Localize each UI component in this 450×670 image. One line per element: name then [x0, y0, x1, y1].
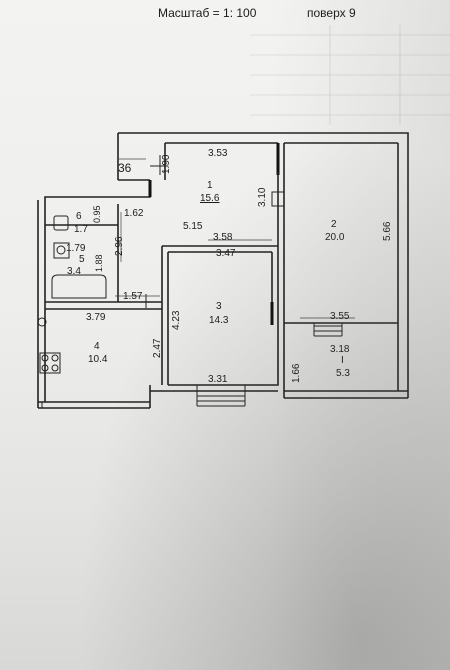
dim-3-55: 3.55 [330, 311, 350, 322]
room-2-area: 20.0 [325, 232, 345, 243]
dim-4-23: 4.23 [171, 310, 182, 330]
document-header: Масштаб = 1: 100 поверх 9 [0, 4, 450, 24]
room-5-number: 5 [79, 254, 85, 265]
sink-kitchen-icon [37, 317, 47, 327]
room-6-area: 1.7 [74, 224, 88, 235]
room-3-number: 3 [216, 301, 222, 312]
wall-accents [148, 143, 280, 325]
dim-3-53: 3.53 [208, 148, 228, 159]
room-3-area: 14.3 [209, 315, 229, 326]
door-mark [271, 191, 285, 207]
dim-5-66: 5.66 [382, 221, 393, 241]
dim-5-15: 5.15 [183, 221, 203, 232]
room-4-area: 10.4 [88, 354, 108, 365]
room-6-number: 6 [76, 211, 82, 222]
dim-2-96: 2.96 [114, 236, 125, 256]
dim-1-57: 1.57 [123, 291, 143, 302]
dim-3-47: 3.47 [216, 248, 236, 259]
dim-3-58: 3.58 [213, 232, 233, 243]
scale-label: Масштаб = 1: 100 [158, 6, 257, 20]
dim-1-79: 1.79 [66, 243, 86, 254]
stove-icon [39, 352, 61, 374]
dim-1-88: 1.88 [94, 254, 104, 272]
dim-2-47: 2.47 [152, 338, 163, 358]
background-grid [250, 25, 450, 125]
floor-label: поверх 9 [307, 6, 356, 20]
room-4-number: 4 [94, 341, 100, 352]
toilet-icon [53, 215, 69, 231]
bathtub-icon [51, 274, 107, 299]
window-marks [41, 323, 343, 408]
room-2-number: 2 [331, 219, 337, 230]
corner-number: 36 [118, 161, 132, 175]
dim-3-10: 3.10 [257, 187, 268, 207]
dim-3-18: 3.18 [330, 344, 350, 355]
walls [37, 132, 409, 409]
dim-3-31: 3.31 [208, 374, 228, 385]
dim-1-90: 1.90 [161, 154, 172, 174]
room-balcony-number: I [341, 355, 344, 366]
dim-1-62: 1.62 [124, 208, 144, 219]
dim-3-79: 3.79 [86, 312, 106, 323]
dim-0-95: 0.95 [92, 205, 102, 223]
room-1-number: 1 [207, 180, 213, 191]
room-balcony-area: 5.3 [336, 368, 350, 379]
dimension-lines [115, 158, 355, 319]
dim-1-66: 1.66 [291, 363, 302, 383]
sink-icon [53, 242, 70, 259]
room-5-area: 3.4 [67, 266, 81, 277]
room-1-area: 15.6 [200, 193, 220, 204]
